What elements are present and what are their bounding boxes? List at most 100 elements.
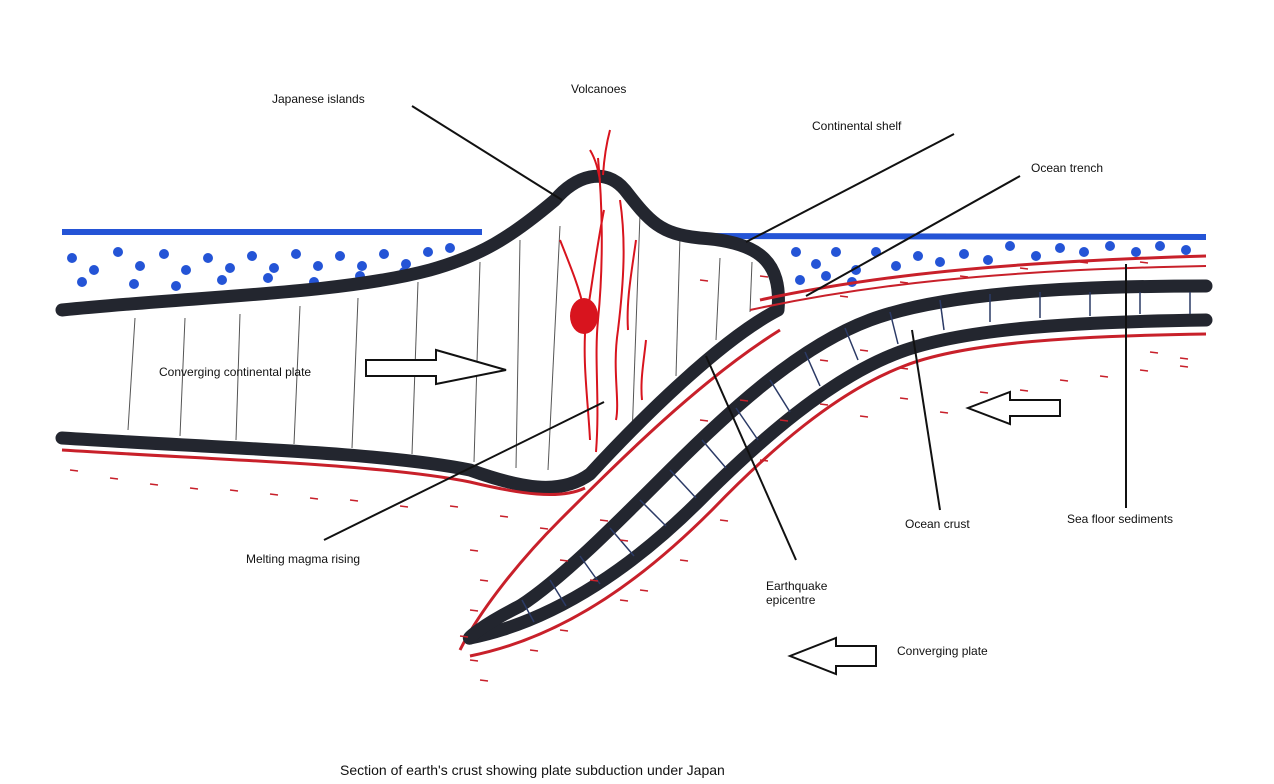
mantle-dash xyxy=(699,419,709,422)
leader-earthquake xyxy=(705,355,797,561)
mantle-dash xyxy=(859,349,869,352)
sea-dot xyxy=(113,247,123,257)
mantle-dash xyxy=(469,549,479,552)
leader-lines xyxy=(323,105,1127,561)
ocean-plate-rungs xyxy=(521,292,1191,623)
ocean-plate-tip xyxy=(462,599,527,645)
label-volcanoes: Volcanoes xyxy=(571,82,627,96)
mantle-dash xyxy=(449,505,459,508)
mantle-dash xyxy=(679,559,689,562)
label-sea-floor-sediments: Sea floor sediments xyxy=(1067,512,1174,526)
sea-dot xyxy=(1181,245,1191,255)
sea-dot xyxy=(1055,243,1065,253)
mantle-dash xyxy=(939,411,949,414)
sea-dot xyxy=(935,257,945,267)
mantle-dash xyxy=(149,483,159,486)
mantle-dash xyxy=(599,519,609,522)
sea-dot xyxy=(357,261,367,271)
sea-dot xyxy=(247,251,257,261)
mantle-dash xyxy=(269,493,279,496)
sea-surface-right xyxy=(689,233,1207,240)
sea-dot xyxy=(811,259,821,269)
mantle-dash xyxy=(779,419,789,422)
mantle-dash xyxy=(1019,267,1029,270)
mantle-dash xyxy=(1059,379,1069,382)
sea-dot xyxy=(217,275,227,285)
mantle-dash xyxy=(1149,351,1159,354)
mantle-dash xyxy=(109,477,119,480)
mantle-dash xyxy=(639,589,649,592)
sea-dot xyxy=(67,253,77,263)
sea-dot xyxy=(335,251,345,261)
label-melting-magma-rising: Melting magma rising xyxy=(246,552,361,566)
sea-dot xyxy=(1079,247,1089,257)
sea-dot xyxy=(89,265,99,275)
sea-dot xyxy=(77,277,87,287)
mantle-dash xyxy=(229,489,239,492)
continental-plate-base-red xyxy=(61,448,586,497)
mantle-dash xyxy=(899,367,909,370)
mantle-dash xyxy=(979,391,989,394)
label-japanese-islands: Japanese islands xyxy=(272,92,365,106)
mantle-dash xyxy=(399,505,409,508)
mantle-dash xyxy=(959,275,969,278)
sea-dot xyxy=(1105,241,1115,251)
mantle-dash xyxy=(1179,365,1189,368)
mantle-dash xyxy=(759,275,769,278)
arrow-left-upper xyxy=(965,390,1061,426)
mantle-dash xyxy=(819,403,829,406)
sea-dot xyxy=(181,265,191,275)
mantle-dash xyxy=(759,459,769,462)
mantle-dashes xyxy=(69,261,1189,682)
sea-dot xyxy=(445,243,455,253)
sea-dot xyxy=(129,279,139,289)
arrow-right xyxy=(365,348,507,386)
sea-dot xyxy=(379,249,389,259)
mantle-dash xyxy=(539,527,549,530)
mantle-dash xyxy=(459,635,469,638)
mantle-dash xyxy=(1079,261,1089,264)
mantle-dash xyxy=(1139,261,1149,264)
sea-dot xyxy=(983,255,993,265)
sea-floor-sediments-red xyxy=(458,254,1207,651)
sea-dot xyxy=(913,251,923,261)
sea-dot xyxy=(959,249,969,259)
mantle-dash xyxy=(469,659,479,662)
mantle-dash xyxy=(189,487,199,490)
mantle-dash xyxy=(699,279,709,282)
sea-dot xyxy=(171,281,181,291)
mantle-dash xyxy=(1179,357,1189,360)
sea-dot xyxy=(1005,241,1015,251)
mantle-dash xyxy=(899,397,909,400)
mantle-dash xyxy=(479,579,489,582)
mantle-dash xyxy=(529,649,539,652)
label-converging-plate: Converging plate xyxy=(897,644,988,658)
arrow-left-lower xyxy=(787,636,877,676)
mantle-dash xyxy=(1139,369,1149,372)
sea-dot xyxy=(891,261,901,271)
sea-dot xyxy=(795,275,805,285)
leader-ocean-crust xyxy=(911,329,941,511)
leader-continental-shelf xyxy=(745,133,955,243)
ocean-plate-bottom-line xyxy=(463,313,1213,645)
mantle-dash xyxy=(619,539,629,542)
leader-ocean-trench xyxy=(805,175,1021,297)
continental-plate-outline xyxy=(55,169,785,494)
sea-dot xyxy=(269,263,279,273)
sea-dot xyxy=(791,247,801,257)
sea-dot xyxy=(225,263,235,273)
label-ocean-trench: Ocean trench xyxy=(1031,161,1104,175)
continental-plate-hatching xyxy=(127,213,753,471)
sea-dot xyxy=(1031,251,1041,261)
sea-water-dots xyxy=(67,241,1191,291)
mantle-dash xyxy=(619,599,629,602)
mantle-dash xyxy=(479,679,489,682)
sea-dot xyxy=(135,261,145,271)
sea-dot xyxy=(1155,241,1165,251)
leader-melting-magma xyxy=(323,401,605,541)
mantle-dash xyxy=(819,359,829,362)
mantle-dash xyxy=(309,497,319,500)
sea-dot xyxy=(263,273,273,283)
mantle-dash xyxy=(69,469,79,472)
